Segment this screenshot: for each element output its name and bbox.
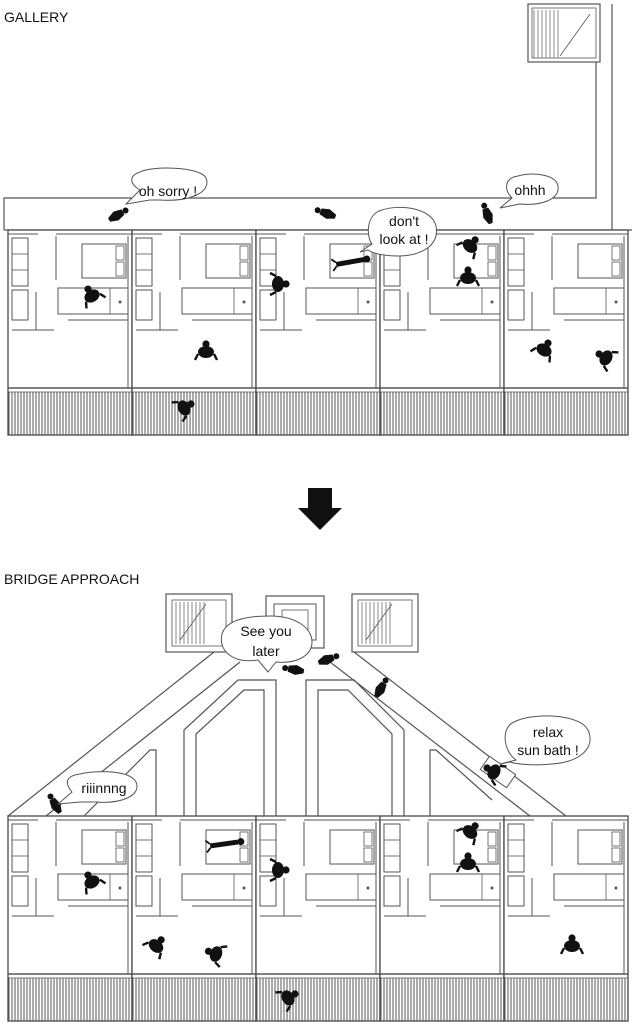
speech-text: sun bath ! (517, 742, 579, 758)
speech-text: look at ! (379, 231, 428, 247)
apartment-unit (379, 815, 505, 1022)
apartment-unit (7, 229, 133, 436)
person-walking-icon (106, 204, 131, 225)
speech-bubble: ohhh (499, 173, 559, 209)
stair-tower-icon (527, 3, 601, 63)
section-title-bridge-approach: BRIDGE APPROACH (4, 571, 139, 587)
apartment-unit (503, 815, 629, 1022)
person-walking-icon (478, 201, 496, 226)
apartment-unit (379, 229, 505, 436)
person-walking-icon (281, 662, 305, 677)
apartment-unit (131, 815, 257, 1022)
section-title-gallery: GALLERY (4, 9, 69, 25)
apartment-unit (7, 815, 133, 1022)
speech-bubble: riiinnng (56, 771, 138, 805)
speech-bubble: oh sorry ! (124, 167, 208, 205)
speech-text: ohhh (514, 182, 545, 198)
speech-bubble: don't look at ! (359, 206, 437, 257)
down-arrow-icon (298, 488, 342, 530)
speech-text: later (252, 643, 280, 659)
bridge-unit-row (7, 815, 629, 1022)
person-walking-icon (313, 204, 338, 222)
speech-text: See you (240, 623, 291, 639)
speech-text: riiinnng (81, 780, 126, 796)
apartment-unit (503, 229, 629, 436)
apartment-unit (255, 815, 381, 1022)
speech-bubble: relax sun bath ! (499, 715, 591, 766)
person-walking-icon (316, 650, 341, 668)
gallery-unit-row (7, 229, 629, 436)
speech-text: oh sorry ! (139, 183, 197, 199)
speech-text: relax (533, 724, 563, 740)
speech-bubble: See you later (220, 615, 313, 673)
stair-tower-icon (351, 593, 419, 653)
speech-text: don't (389, 213, 419, 229)
